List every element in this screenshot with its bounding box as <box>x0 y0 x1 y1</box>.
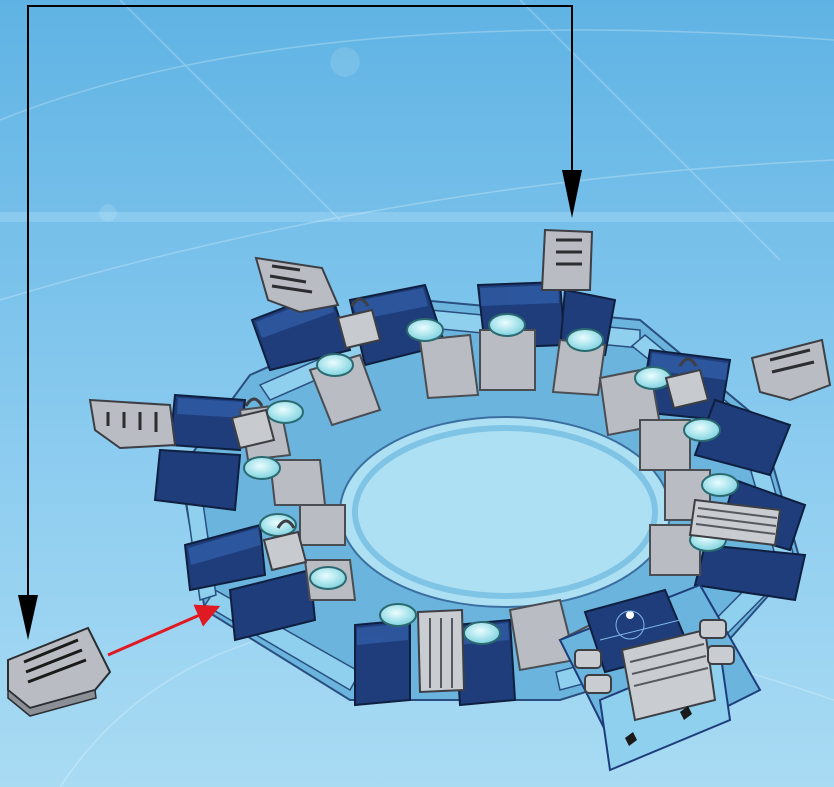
wedge-grille <box>542 230 592 290</box>
grille-panel <box>418 610 464 692</box>
ring-opening <box>340 417 670 607</box>
background-band <box>0 212 834 222</box>
